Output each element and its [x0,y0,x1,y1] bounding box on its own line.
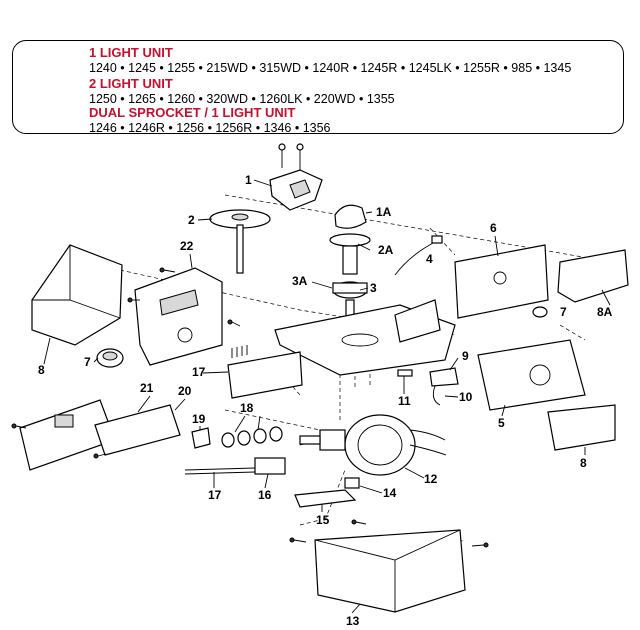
leader-lines [43,179,611,614]
label-14: 14 [383,486,397,500]
part-8-box-right [547,404,616,451]
part-17-wire-harness [184,467,256,475]
label-8-right: 8 [580,456,587,470]
label-12: 12 [424,472,438,486]
part-7-lens-left [96,348,124,368]
label-13: 13 [346,614,360,628]
label-3: 3 [370,281,377,295]
part-8-cover-left [31,244,123,346]
label-18: 18 [240,401,254,415]
part-5-light-housing [477,339,586,411]
part-2-shaft [209,209,271,274]
part-15-bracket [294,489,357,508]
label-17-upper: 17 [192,365,206,379]
part-4-cord [394,235,443,276]
label-15: 15 [316,513,330,527]
label-8-left: 8 [38,363,45,377]
part-9-socket [429,367,459,406]
part-labels: 1 2 1A 2A 3 3A 4 6 8A 7 22 8 7 17 21 20 … [38,173,613,628]
part-22-end-panel [134,267,223,366]
group-models-1-light: 1240 • 1245 • 1255 • 215WD • 315WD • 124… [89,61,572,75]
label-5: 5 [498,416,505,430]
part-19-bracket [191,427,211,449]
part-18-rings [221,426,283,448]
part-20-control-board [94,404,181,456]
label-6: 6 [490,221,497,235]
label-21: 21 [140,381,154,395]
part-6-panel [454,244,549,319]
label-17-lower: 17 [208,488,222,502]
part-3-gear-stack [329,233,371,323]
label-7-left: 7 [84,355,91,369]
model-list-box: 1 LIGHT UNIT 1240 • 1245 • 1255 • 215WD … [12,40,624,135]
part-14-switch [344,477,360,489]
part-1a-cap [334,204,367,229]
group-models-dual-sprocket: 1246 • 1246R • 1256 • 1256R • 1346 • 135… [89,121,331,135]
part-13-bottom-cover [314,529,466,613]
label-10: 10 [459,390,473,404]
part-12-motor [299,414,447,476]
part-16-capacitor [254,457,286,475]
group-title-2-light: 2 LIGHT UNIT [89,76,173,91]
label-19: 19 [192,412,206,426]
label-4: 4 [426,252,433,266]
label-1: 1 [245,173,252,187]
label-7-right: 7 [560,305,567,319]
label-20: 20 [178,384,192,398]
label-9: 9 [462,349,469,363]
label-22: 22 [180,239,194,253]
part-8a-tray [557,249,629,303]
label-16: 16 [258,488,272,502]
part-17-board-upper [227,345,303,399]
label-1a: 1A [376,205,392,219]
group-models-2-light: 1250 • 1265 • 1260 • 320WD • 1260LK • 22… [89,92,395,106]
part-1-bracket [269,143,323,211]
label-2a: 2A [378,243,394,257]
label-8a: 8A [597,305,613,319]
label-3a: 3A [292,274,308,288]
group-title-dual-sprocket: DUAL SPROCKET / 1 LIGHT UNIT [89,105,296,120]
chassis-plate [274,299,456,376]
part-7-knob-right [532,306,548,318]
part-11-clip [397,369,413,377]
label-2: 2 [188,213,195,227]
label-11: 11 [398,394,411,408]
group-title-1-light: 1 LIGHT UNIT [89,45,173,60]
screws [11,267,489,548]
